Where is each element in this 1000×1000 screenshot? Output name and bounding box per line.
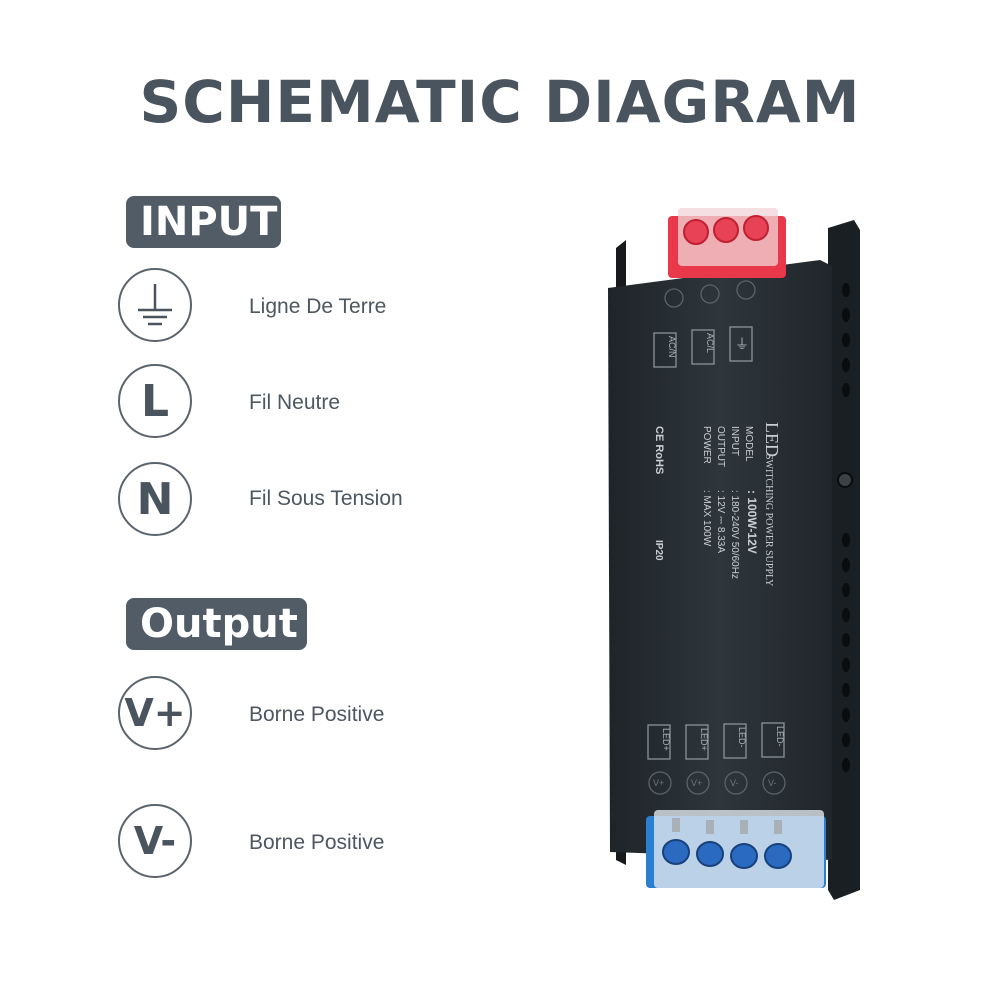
- terminal-label-acn: AC/N: [667, 336, 677, 358]
- terminal-symbol-v-plus-2: V+: [691, 778, 702, 788]
- positive-label: Borne Positive: [249, 703, 385, 726]
- live-label: Fil Sous Tension: [249, 487, 403, 510]
- page-title: SCHEMATIC DIAGRAM: [139, 68, 861, 136]
- ground-icon: [118, 268, 192, 342]
- input-section-tag: INPUT: [126, 196, 281, 248]
- screw-icon: [837, 472, 853, 488]
- power-supply-device: AC/N AC/L ⏚ LED SWITCHING POWER SUPPLY M…: [608, 208, 860, 900]
- device-brand: LED: [762, 422, 782, 457]
- letter-l-icon: L: [118, 364, 192, 438]
- v-minus-icon: V-: [118, 804, 192, 878]
- terminal-symbol-v-minus-1: V-: [730, 778, 739, 788]
- v-plus-icon: V+: [118, 676, 192, 750]
- terminal-label-led-minus-2: LED-: [775, 726, 785, 747]
- negative-label: Borne Positive: [249, 831, 385, 854]
- certification-marks: CE RoHS: [653, 426, 665, 474]
- spec-value-output: : 12V ⎓ 8.33A: [715, 490, 726, 553]
- top-terminal-block: [668, 208, 786, 278]
- spec-key-model: MODEL: [743, 426, 754, 462]
- terminal-label-led-plus-2: LED+: [699, 728, 709, 751]
- spec-value-input: : 180-240V 50/60Hz: [729, 490, 740, 579]
- spec-value-model: : 100W-12V: [745, 490, 759, 554]
- terminal-label-led-plus-1: LED+: [661, 728, 671, 751]
- terminal-label-ground: ⏚: [735, 337, 749, 353]
- terminal-symbol-v-minus-2: V-: [768, 778, 777, 788]
- terminal-symbol-v-plus-1: V+: [653, 778, 664, 788]
- device-subtitle: SWITCHING POWER SUPPLY: [763, 454, 774, 586]
- spec-key-output: OUTPUT: [715, 426, 726, 467]
- output-section-tag: Output: [126, 598, 307, 650]
- spec-key-input: INPUT: [729, 426, 740, 456]
- ip-rating: IP20: [653, 540, 664, 561]
- spec-value-power: : MAX 100W: [701, 490, 712, 547]
- ground-label: Ligne De Terre: [249, 295, 387, 318]
- spec-key-power: POWER: [701, 426, 712, 464]
- neutral-label: Fil Neutre: [249, 391, 341, 414]
- terminal-label-acl: AC/L: [705, 333, 715, 353]
- terminal-label-led-minus-1: LED-: [737, 727, 747, 748]
- letter-n-icon: N: [118, 462, 192, 536]
- bottom-terminal-block: [646, 810, 826, 888]
